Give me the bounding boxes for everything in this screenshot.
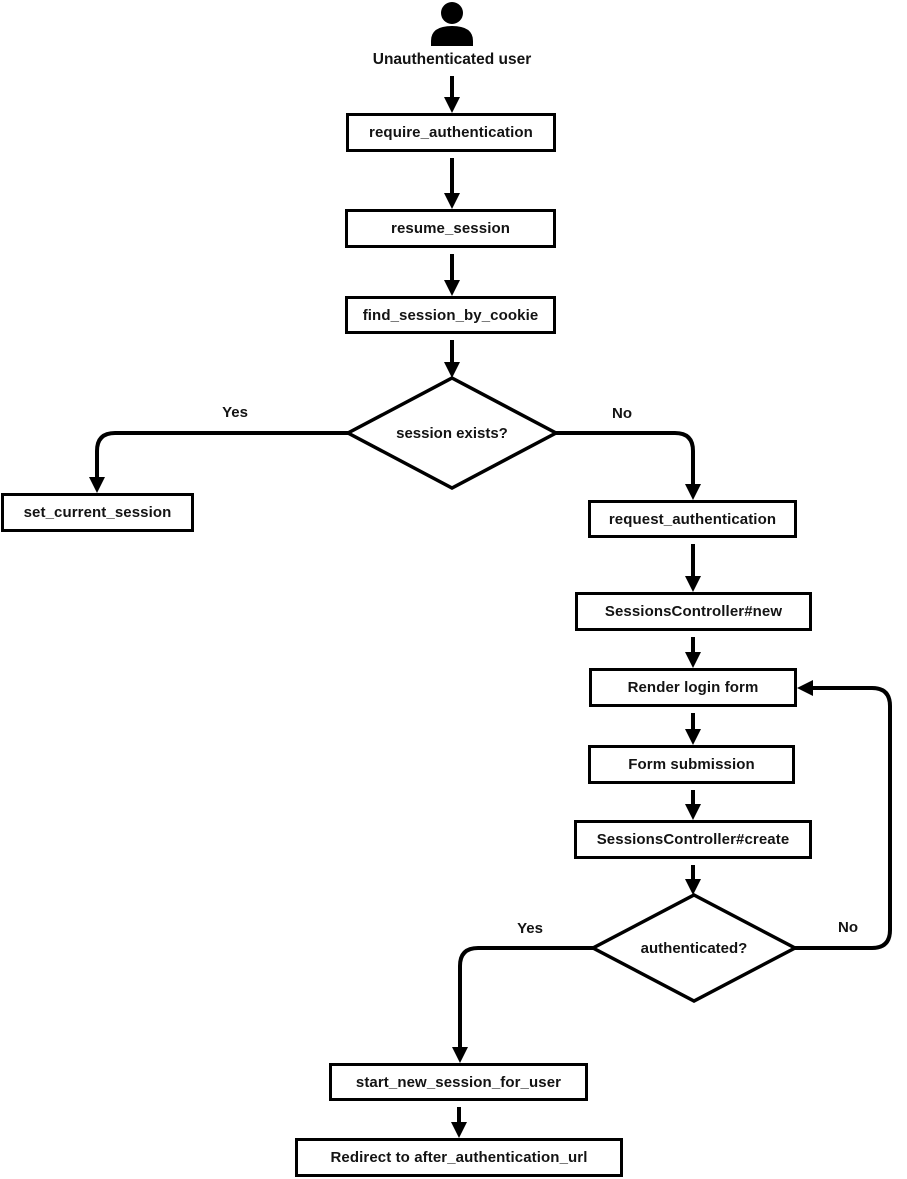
node-sessions-controller-new: SessionsController#new — [575, 592, 812, 631]
node-set-current-session: set_current_session — [1, 493, 194, 532]
node-form-submission: Form submission — [588, 745, 795, 784]
edge-label-session-exists-no: No — [612, 404, 632, 422]
decision-session-exists-shape — [344, 376, 560, 490]
edge-session-exists-yes — [89, 431, 348, 493]
node-request-authentication: request_authentication — [588, 500, 797, 538]
edge-label-authenticated-no: No — [838, 918, 858, 936]
node-require-authentication: require_authentication — [346, 113, 556, 152]
node-render-login-form: Render login form — [589, 668, 797, 707]
edge-session-exists-no — [556, 431, 701, 500]
decision-session-exists-label: session exists? — [396, 424, 508, 442]
node-find-session-by-cookie: find_session_by_cookie — [345, 296, 556, 334]
person-icon — [431, 2, 473, 46]
node-sessions-controller-create: SessionsController#create — [574, 820, 812, 859]
edge-authenticated-yes — [452, 946, 593, 1063]
edge-authenticated-no-loop — [795, 680, 892, 950]
decision-authenticated-shape — [589, 893, 799, 1003]
decision-authenticated-label: authenticated? — [640, 939, 748, 957]
actor-label: Unauthenticated user — [372, 51, 532, 68]
edge-label-session-exists-yes: Yes — [222, 403, 248, 421]
node-resume-session: resume_session — [345, 209, 556, 248]
node-redirect-after-auth: Redirect to after_authentication_url — [295, 1138, 623, 1177]
edge-label-authenticated-yes: Yes — [517, 919, 543, 937]
node-start-new-session-for-user: start_new_session_for_user — [329, 1063, 588, 1101]
